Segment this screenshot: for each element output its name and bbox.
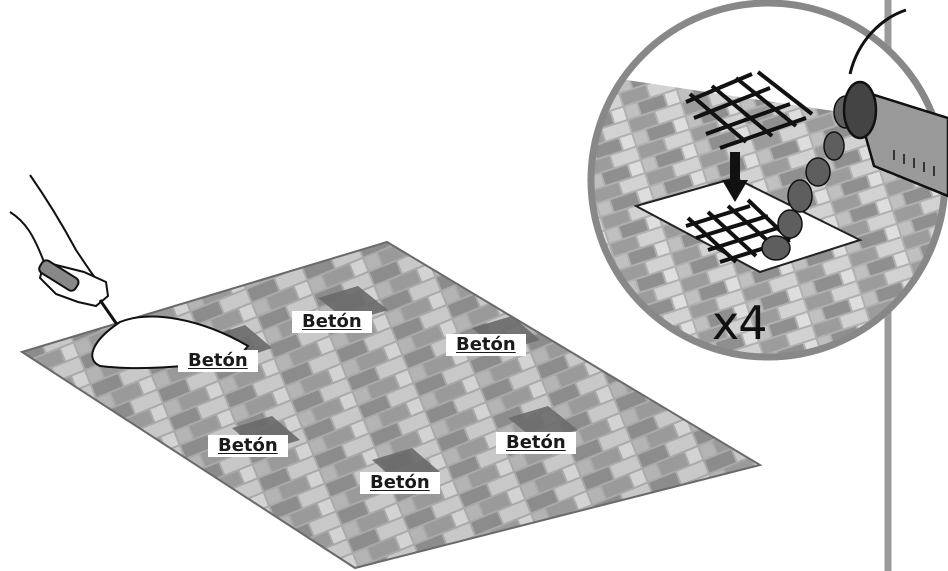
down-arrow-icon: [722, 152, 748, 202]
bucket-icon: [842, 8, 948, 198]
multiplier-label: x4: [712, 296, 767, 350]
rebar-mesh-icon: [685, 70, 814, 150]
concrete-label: Betón: [496, 432, 576, 454]
concrete-label: Betón: [178, 350, 258, 372]
detail-circle: [587, 0, 948, 361]
trowel-icon: [9, 174, 250, 370]
concrete-label: Betón: [446, 334, 526, 356]
concrete-label: Betón: [208, 435, 288, 457]
concrete-label: Betón: [360, 472, 440, 494]
paving-surface: [19, 240, 763, 570]
concrete-label: Betón: [292, 311, 372, 333]
